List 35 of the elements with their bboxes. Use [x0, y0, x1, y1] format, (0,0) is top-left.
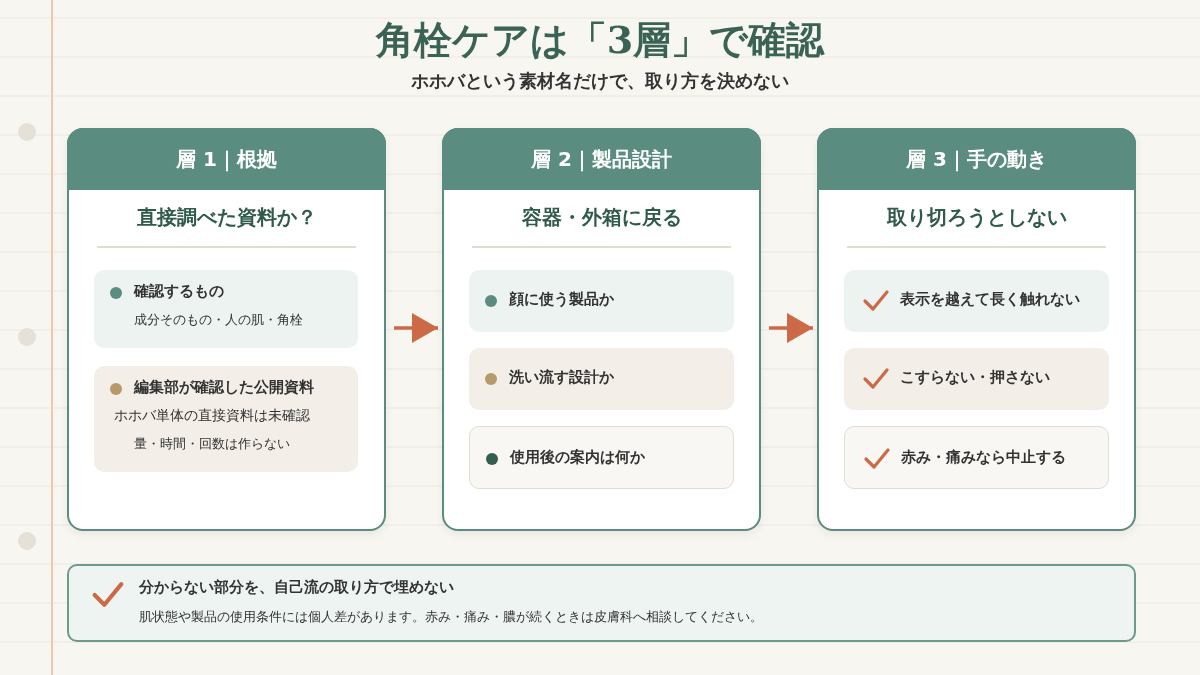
step-card: [442, 128, 761, 531]
arrow: [394, 313, 438, 343]
item-title: 洗い流す設計か: [509, 368, 614, 387]
checklist-item: [844, 348, 1109, 410]
item-title: 使用後の案内は何か: [510, 447, 645, 467]
subtitle: ホホバという素材名だけで、取り方を決めない: [411, 70, 789, 91]
card-title: 層 2｜製品設計: [531, 145, 672, 173]
item-title: 顔に使う製品か: [509, 290, 614, 309]
checklist-item: [94, 366, 358, 472]
title: 角栓ケアは「3層」で確認: [375, 17, 825, 62]
checklist-item: [94, 270, 358, 348]
checklist-item: [469, 270, 734, 332]
item-title: 分からない部分を、自己流の取り方で埋めない: [139, 578, 454, 597]
step-card: [67, 128, 386, 531]
checklist-item: [469, 426, 734, 489]
item-note: 量・時間・回数は作らない: [134, 435, 290, 453]
checklist-item: [844, 426, 1109, 489]
item-title: こすらない・押さない: [900, 368, 1050, 387]
step-card: [817, 128, 1136, 531]
checklist-item: [844, 270, 1109, 332]
card-question: 直接調べた資料か？: [136, 204, 317, 231]
item-title: 赤み・痛みなら中止する: [901, 447, 1066, 467]
note-box: [67, 564, 1136, 642]
checklist-item: [469, 348, 734, 410]
item-note: 肌状態や製品の使用条件には個人差があります。赤み・痛み・膿が続くときは皮膚科へ相談してください。: [139, 608, 763, 626]
item-title: 確認するもの: [134, 282, 224, 301]
card-title: 層 3｜手の動き: [906, 145, 1047, 173]
item-note: 成分そのもの・人の肌・角栓: [134, 311, 303, 329]
arrow: [769, 313, 813, 343]
item-title: 表示を越えて長く触れない: [900, 290, 1080, 309]
card-title: 層 1｜根拠: [176, 145, 277, 173]
item-note: ホホバ単体の直接資料は未確認: [114, 407, 310, 425]
item-title: 編集部が確認した公開資料: [134, 378, 314, 397]
card-question: 容器・外箱に戻る: [521, 204, 682, 231]
card-question: 取り切ろうとしない: [886, 204, 1067, 231]
